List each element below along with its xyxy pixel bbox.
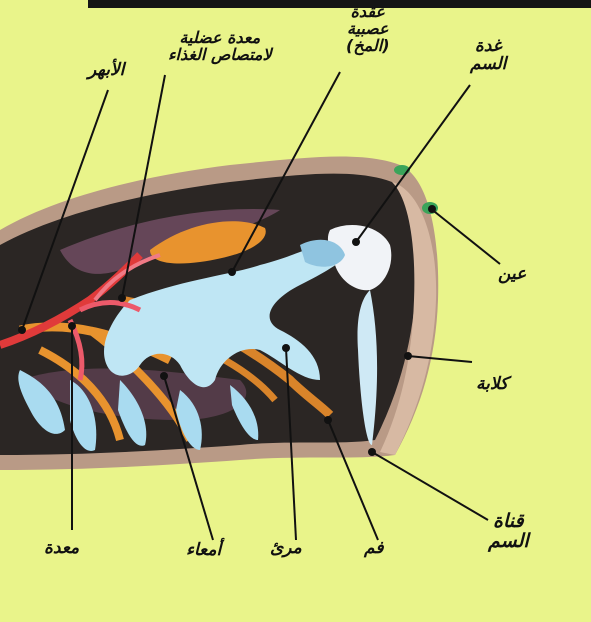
label-muscular-stomach: معدة عضلية لامتصاص الغذاء xyxy=(168,30,272,64)
leader-venom-duct xyxy=(372,452,488,520)
dot-intestines xyxy=(160,372,168,380)
dot-mouth xyxy=(324,416,332,424)
label-eye: عين xyxy=(498,266,526,284)
label-muscular-stomach-line2: لامتصاص الغذاء xyxy=(168,47,272,64)
dot-esophagus xyxy=(282,344,290,352)
label-venom-gland: غدة السم xyxy=(470,38,506,74)
label-venom-duct: قناة السم xyxy=(488,512,529,552)
label-venom-gland-line2: السم xyxy=(470,56,506,74)
label-aorta: الأبهر xyxy=(88,62,124,80)
label-claw: كلابة xyxy=(476,376,508,394)
label-stomach: معدة xyxy=(44,540,79,558)
dot-nerve-ganglion xyxy=(228,268,236,276)
dot-claw xyxy=(404,352,412,360)
dot-venom-duct xyxy=(368,448,376,456)
label-mouth: فم xyxy=(364,540,383,558)
dot-stomach xyxy=(68,322,76,330)
dot-aorta xyxy=(18,326,26,334)
dot-eye xyxy=(428,205,436,213)
label-venom-duct-line1: قناة xyxy=(488,512,529,532)
dot-muscular-stomach xyxy=(118,294,126,302)
label-nerve-ganglion: عقدة عصبية (المخ) xyxy=(346,4,390,54)
label-intestines: أمعاء xyxy=(186,542,221,560)
label-venom-duct-line2: السم xyxy=(488,532,529,552)
dot-venom-gland xyxy=(352,238,360,246)
leader-eye xyxy=(430,208,500,264)
label-nerve-ganglion-line3: (المخ) xyxy=(346,38,390,55)
label-esophagus: مرئ xyxy=(270,540,302,558)
